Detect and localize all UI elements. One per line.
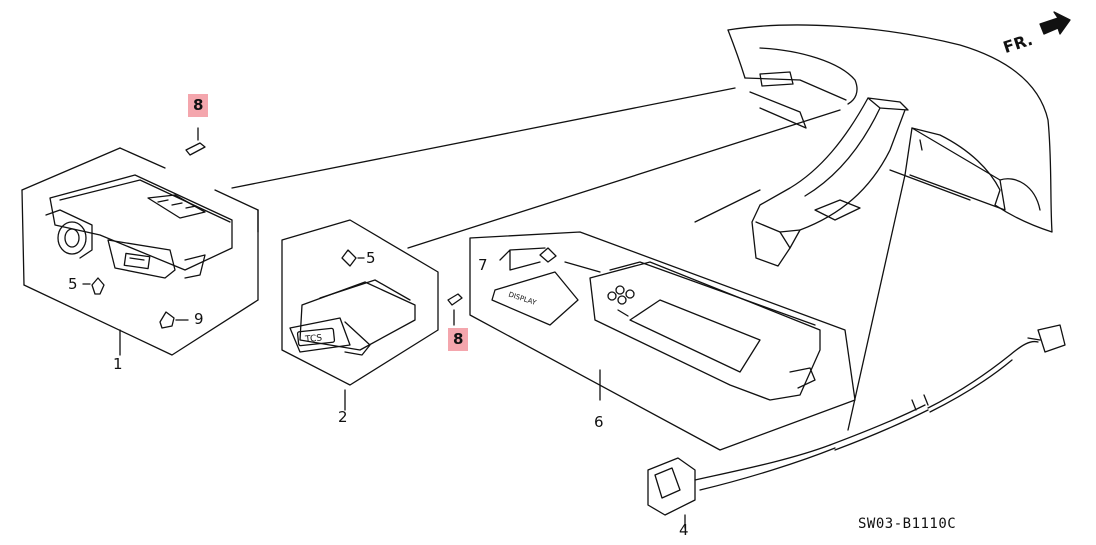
screw-8-mid: [447, 293, 463, 326]
part-7-bracket: [499, 247, 546, 271]
dashboard-outline: [727, 24, 1053, 233]
callout-5-mid: 5: [366, 249, 376, 267]
callout-1: 1: [113, 355, 123, 373]
callout-9: 9: [194, 310, 204, 328]
drawing-code: SW03-B1110C: [858, 516, 957, 532]
front-arrow-icon: [1039, 11, 1071, 35]
screw-8-left: [185, 127, 206, 156]
callout-6: 6: [594, 413, 604, 431]
tcs-label: TCS: [304, 333, 323, 345]
part-4-harness-switch: [647, 174, 1066, 529]
callout-8-mid: 8: [448, 328, 469, 351]
clip-5-mid: [341, 249, 365, 267]
part-2-tcs-switch: [281, 109, 841, 411]
center-console: [694, 97, 909, 267]
callout-8-left: 8: [188, 94, 209, 117]
display-label: DISPLAY: [507, 290, 537, 307]
callout-2: 2: [338, 408, 348, 426]
callout-7: 7: [478, 256, 488, 274]
clip-9: [159, 311, 189, 329]
clip-5-left: [82, 277, 105, 295]
part-1-housing: [21, 87, 736, 356]
callout-4: 4: [679, 521, 689, 539]
callout-5-left: 5: [68, 275, 78, 293]
